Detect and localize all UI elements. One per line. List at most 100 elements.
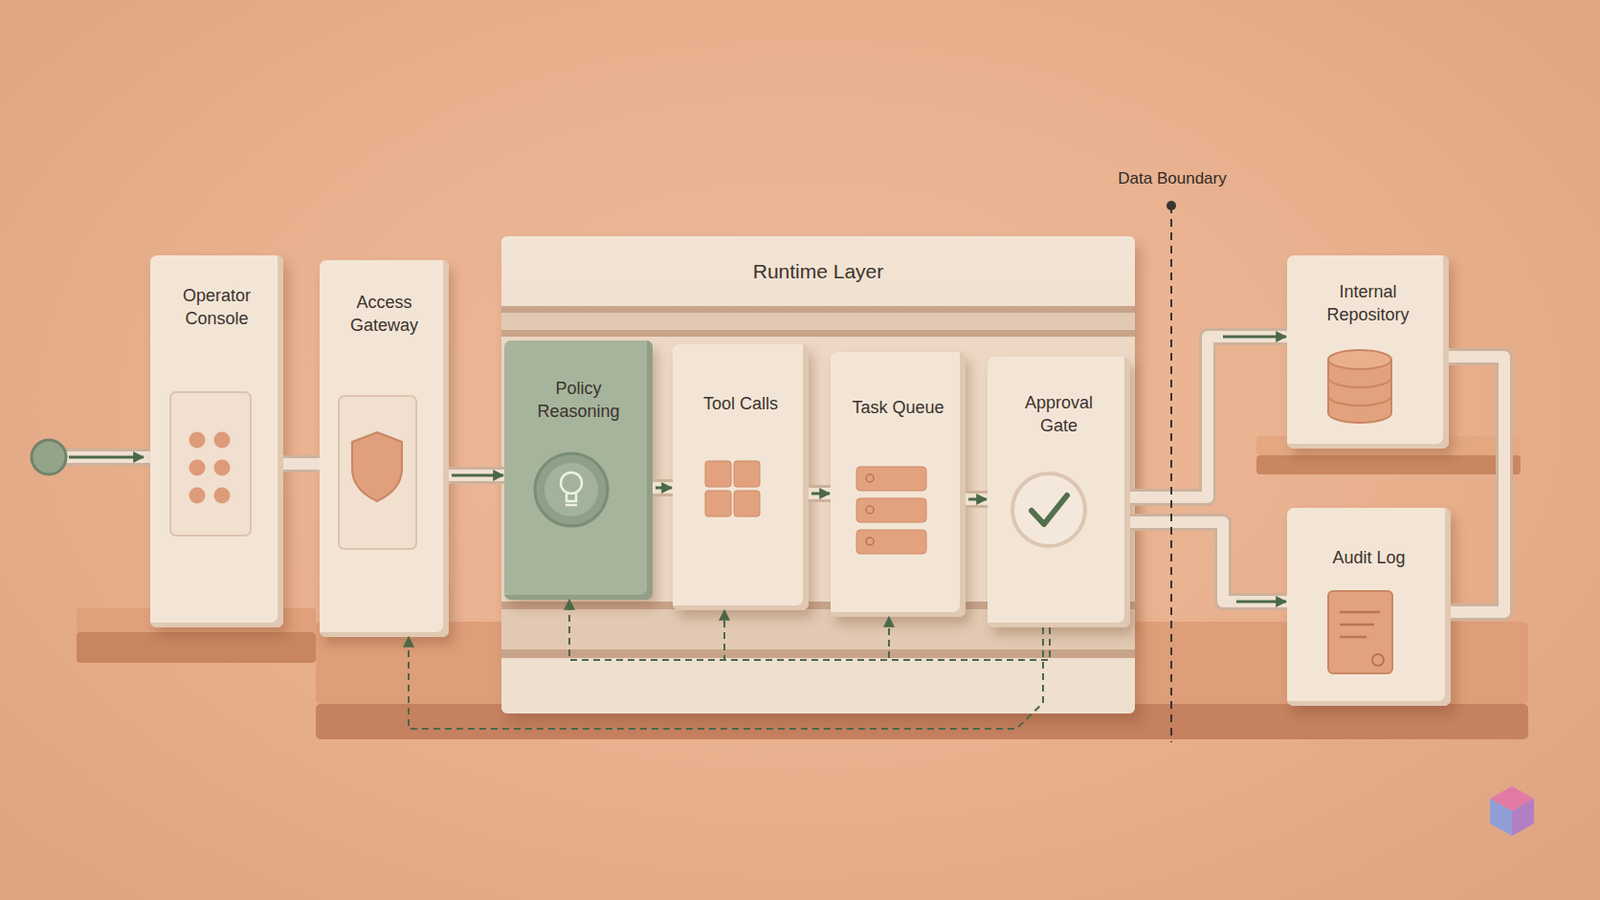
queue-bar bbox=[856, 530, 927, 555]
queue-bar bbox=[856, 466, 927, 491]
keypad-icon bbox=[170, 392, 251, 536]
base-front bbox=[76, 632, 316, 664]
database-top bbox=[1328, 350, 1392, 370]
queue-dot bbox=[866, 474, 874, 483]
keypad-dot bbox=[214, 460, 231, 477]
connector bbox=[965, 499, 988, 501]
flow-arrow bbox=[1236, 600, 1287, 604]
component-box: Tool Calls bbox=[672, 344, 809, 611]
icon-plate bbox=[170, 392, 251, 536]
node-label: Approval Gate bbox=[1015, 391, 1104, 438]
queue-dot bbox=[866, 537, 874, 546]
database-icon bbox=[1328, 350, 1392, 423]
pipe-inner bbox=[1130, 522, 1288, 602]
pipe-outer bbox=[965, 490, 988, 509]
boundary-label: Data Boundary bbox=[1110, 168, 1235, 190]
pipe-outer bbox=[48, 448, 154, 467]
pipe-inner bbox=[652, 482, 673, 494]
component-box: Access Gateway bbox=[319, 260, 449, 638]
grid-square bbox=[733, 490, 760, 517]
connector bbox=[448, 475, 505, 477]
component-box: Internal Repository bbox=[1287, 255, 1449, 449]
node-label: Audit Log bbox=[1302, 546, 1437, 570]
start-circle bbox=[31, 440, 67, 475]
document-seal bbox=[1372, 654, 1384, 667]
node-label: Policy Reasoning bbox=[529, 377, 629, 423]
boundary-dot bbox=[1166, 200, 1177, 211]
flow-arrow bbox=[68, 456, 144, 460]
node-label: Task Queue bbox=[839, 396, 958, 420]
logo-face bbox=[1511, 799, 1534, 837]
connector bbox=[408, 627, 1044, 730]
flow-arrow bbox=[811, 492, 830, 496]
pipe-inner bbox=[1448, 356, 1505, 613]
document-sheet bbox=[1328, 591, 1393, 674]
node-label: Access Gateway bbox=[340, 290, 429, 337]
pipe-outer bbox=[1130, 336, 1288, 498]
component-box: Approval Gate bbox=[987, 356, 1131, 628]
component-box: Task Queue bbox=[830, 352, 966, 618]
data-boundary bbox=[1166, 200, 1177, 743]
connector bbox=[888, 617, 1050, 661]
grid-square bbox=[705, 461, 732, 488]
feedback-line bbox=[569, 600, 1050, 661]
pipe-outer bbox=[1130, 522, 1288, 602]
pipe-outer bbox=[652, 479, 673, 497]
flow-arrow bbox=[451, 474, 504, 478]
queue-dot bbox=[866, 506, 874, 514]
runtime-band: Runtime LayerPolicy ReasoningTool CallsT… bbox=[501, 236, 1135, 714]
shield-symbol bbox=[352, 432, 402, 502]
logo-mark bbox=[1489, 786, 1534, 837]
icon-plate bbox=[338, 396, 417, 550]
connector bbox=[1448, 356, 1505, 613]
queue-icon bbox=[856, 466, 927, 555]
pipe-inner bbox=[965, 493, 988, 506]
bulb-disc bbox=[534, 453, 608, 527]
feedback-line bbox=[724, 610, 1050, 661]
bulb-disc-inner bbox=[544, 463, 599, 517]
pipe-outer bbox=[808, 485, 831, 503]
bulb-glass bbox=[560, 472, 582, 494]
boundary-line bbox=[1170, 205, 1173, 743]
pipe-outer bbox=[1448, 356, 1505, 613]
pipe-inner bbox=[48, 451, 154, 464]
feedback-line bbox=[888, 617, 1050, 661]
check-disc bbox=[1012, 473, 1086, 547]
connector bbox=[652, 488, 673, 489]
pipe-outer bbox=[448, 466, 505, 485]
queue-bar bbox=[856, 498, 927, 523]
keypad-dot bbox=[189, 432, 206, 449]
keypad-dot bbox=[214, 432, 231, 449]
input-pipe bbox=[31, 440, 154, 475]
database-ring bbox=[1328, 377, 1392, 406]
document-icon bbox=[1328, 591, 1393, 674]
flow-arrow bbox=[968, 498, 987, 502]
keypad-dot bbox=[189, 488, 206, 505]
connector bbox=[808, 493, 831, 495]
pipe-inner bbox=[808, 488, 831, 500]
connector bbox=[569, 600, 1050, 661]
component-box: Operator Console bbox=[150, 255, 284, 628]
feedback-line bbox=[408, 627, 1044, 730]
grid-square bbox=[733, 461, 760, 488]
node-label: Tool Calls bbox=[681, 392, 800, 416]
bulb-base bbox=[565, 493, 578, 506]
grid-icon bbox=[705, 461, 760, 517]
pipe-inner bbox=[1130, 336, 1288, 498]
pipe-inner bbox=[283, 458, 320, 470]
pipe-outer bbox=[283, 455, 320, 473]
connector bbox=[283, 464, 320, 466]
component-box: Policy Reasoning bbox=[504, 340, 653, 600]
connector bbox=[1130, 522, 1288, 602]
keypad-dot bbox=[214, 488, 231, 505]
check-icon bbox=[1012, 473, 1086, 547]
grid-square bbox=[705, 490, 732, 517]
connector bbox=[1130, 336, 1288, 498]
component-box: Audit Log bbox=[1287, 508, 1451, 707]
node-label: Internal Repository bbox=[1314, 280, 1423, 327]
check-mark bbox=[1031, 495, 1067, 525]
document-lines bbox=[1339, 612, 1380, 638]
logo-face bbox=[1489, 799, 1512, 837]
pipe-inner bbox=[448, 469, 505, 482]
shelf-front bbox=[1256, 455, 1521, 475]
